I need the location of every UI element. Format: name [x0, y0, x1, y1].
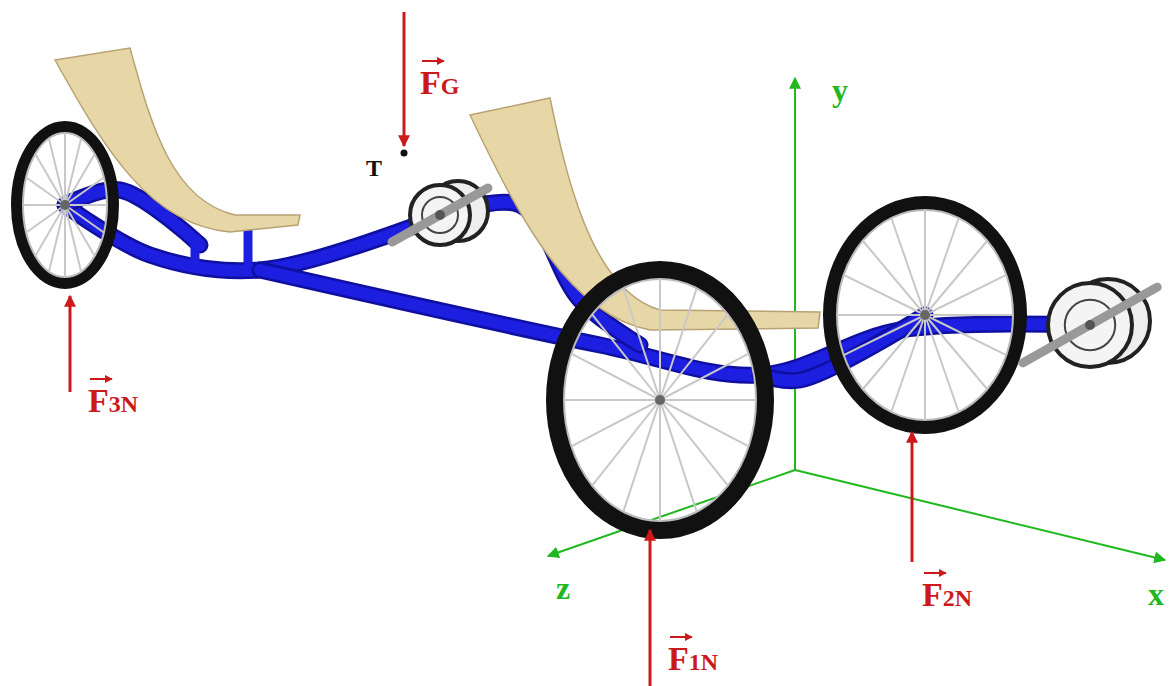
axis-label: x: [1148, 578, 1164, 610]
force-label: F3N: [88, 384, 138, 418]
center-of-gravity: [401, 150, 408, 157]
force-label: F2N: [922, 578, 972, 612]
vector-arrow: [90, 378, 112, 380]
vector-arrow: [670, 636, 692, 638]
wheel: [830, 203, 1020, 427]
force-label: FG: [420, 66, 459, 100]
crank-set: [392, 181, 488, 245]
crank-set: [1023, 279, 1157, 367]
force-label: F1N: [668, 642, 718, 676]
vector-arrow: [924, 572, 946, 574]
vector-arrow: [422, 60, 444, 62]
force-arrows: [70, 12, 912, 686]
trike: [17, 48, 1157, 530]
axis-label: y: [832, 74, 848, 106]
point-label: T: [366, 156, 382, 180]
wheel: [17, 127, 113, 283]
seat-post: [244, 225, 253, 268]
wheel: [555, 270, 765, 530]
seat: [470, 98, 820, 330]
axis-label: z: [556, 572, 570, 604]
seat-post: [191, 235, 200, 262]
